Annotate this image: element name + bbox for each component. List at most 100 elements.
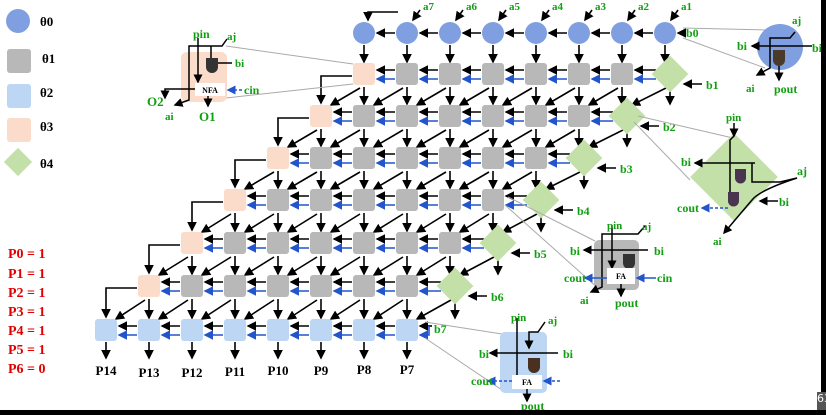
- theta0-cell: [482, 22, 504, 44]
- legend: θ0 θ1 θ2 θ3 θ4: [3, 9, 55, 177]
- theta1-cell: [396, 147, 418, 169]
- theta1-cell: [267, 275, 289, 297]
- theta1-cell: [224, 275, 246, 297]
- and-gate-icon: [206, 58, 218, 73]
- wire: [200, 256, 232, 276]
- theta1-cell: [353, 189, 375, 211]
- legend-label: θ2: [40, 85, 53, 100]
- theta1-cell: [310, 275, 332, 297]
- theta1-cell: [353, 147, 375, 169]
- theta1-cell: [611, 63, 633, 85]
- a-input-label: a4: [552, 1, 564, 13]
- blue-pout-label: pout: [521, 399, 544, 410]
- status-p3: P3 = 1: [8, 305, 46, 320]
- theta1-cell: [353, 105, 375, 127]
- gray-bi-in-label: bi: [654, 244, 665, 258]
- theta2-cell: [181, 319, 203, 341]
- blue-bi-in-label: bi: [563, 347, 574, 361]
- a-input-label: a3: [595, 1, 607, 13]
- detail-diamond-cell: pin bi aj bi cout ai: [633, 112, 807, 248]
- legend-item-theta2: θ2: [7, 84, 53, 108]
- a-input-label: a5: [509, 1, 521, 13]
- theta1-cell: [568, 63, 590, 85]
- wire: [412, 9, 422, 22]
- fa-block: [512, 375, 542, 389]
- theta1-cell: [482, 189, 504, 211]
- theta1-cell: [396, 232, 418, 254]
- status-p2: P2 = 1: [8, 286, 46, 301]
- zoom-guide-line: [225, 45, 354, 65]
- theta2-cell: [396, 319, 418, 341]
- wire: [372, 213, 404, 233]
- nfa-o2-label: O2: [147, 94, 164, 109]
- diamond-pin-label: pin: [726, 112, 741, 124]
- zoom-guide-line: [682, 37, 766, 69]
- gray-pin-label: pin: [607, 220, 622, 232]
- and-gate-icon: [728, 192, 739, 207]
- gray-cout-label: cout: [564, 271, 586, 285]
- theta1-cell: [439, 63, 461, 85]
- theta0-cell: [396, 22, 418, 44]
- theta0-cell: [654, 22, 676, 44]
- wire: [200, 213, 232, 233]
- legend-label: θ0: [40, 14, 53, 29]
- partial-product-status: P0 = 1 P1 = 1 P2 = 1 P3 = 1 P4 = 1 P5 = …: [8, 247, 46, 377]
- wire: [587, 87, 619, 106]
- wire: [230, 159, 266, 189]
- wire: [458, 213, 490, 233]
- b-input-label: b4: [577, 204, 590, 218]
- wire: [501, 129, 533, 148]
- gray-bi-out-label: bi: [570, 244, 581, 258]
- theta1-cell: [396, 63, 418, 85]
- legend-item-theta4: θ4: [3, 147, 54, 177]
- wire: [329, 129, 361, 148]
- theta0-cell: [568, 22, 590, 44]
- wire: [501, 213, 538, 233]
- wire: [544, 171, 581, 190]
- gray-cin-label: cin: [657, 271, 673, 285]
- and-gate-icon: [735, 169, 746, 184]
- a-input-label: a6: [466, 1, 478, 13]
- status-p0: P0 = 1: [8, 247, 46, 262]
- wire: [316, 75, 352, 105]
- theta0-cell: [611, 22, 633, 44]
- wire: [541, 9, 551, 22]
- zoom-guide-line: [682, 27, 771, 31]
- output-p14: P14: [96, 363, 117, 378]
- page-number-badge: 63: [817, 392, 826, 410]
- nfa-bi-label: bi: [235, 58, 244, 70]
- wire: [455, 9, 465, 22]
- gray-ai-label: ai: [580, 295, 589, 307]
- theta1-cell: [310, 147, 332, 169]
- wire: [372, 171, 404, 190]
- wire: [200, 299, 232, 320]
- wire: [157, 256, 189, 276]
- wire: [415, 299, 452, 320]
- legend-label: θ1: [42, 51, 55, 66]
- wire: [372, 87, 404, 106]
- blue-cout-label: cout: [471, 374, 493, 388]
- a-input-label: a2: [638, 1, 650, 13]
- wire: [243, 213, 275, 233]
- b-input-label: b5: [534, 247, 547, 261]
- gray-aj-label: aj: [642, 221, 651, 233]
- theta4-cell: [608, 97, 646, 135]
- status-p1: P1 = 1: [8, 267, 46, 282]
- legend-item-theta3: θ3: [7, 118, 54, 142]
- blue-bi-out-label: bi: [479, 347, 490, 361]
- theta1-cell: [181, 275, 203, 297]
- theta4-cell: [479, 224, 517, 262]
- wire: [286, 299, 318, 320]
- nfa-ai-label: ai: [165, 111, 174, 123]
- nfa-pin-label: pin: [193, 27, 210, 41]
- wire: [144, 244, 180, 275]
- theta1-cell: [396, 275, 418, 297]
- a-input-label: a7: [423, 1, 435, 13]
- theta3-cell: [353, 63, 375, 85]
- wire: [243, 299, 275, 320]
- b-input-label: b0: [686, 26, 699, 40]
- theta3-cell: [310, 105, 332, 127]
- theta3-cell: [224, 189, 246, 211]
- wire: [458, 129, 490, 148]
- legend-gray-swatch: [7, 49, 31, 73]
